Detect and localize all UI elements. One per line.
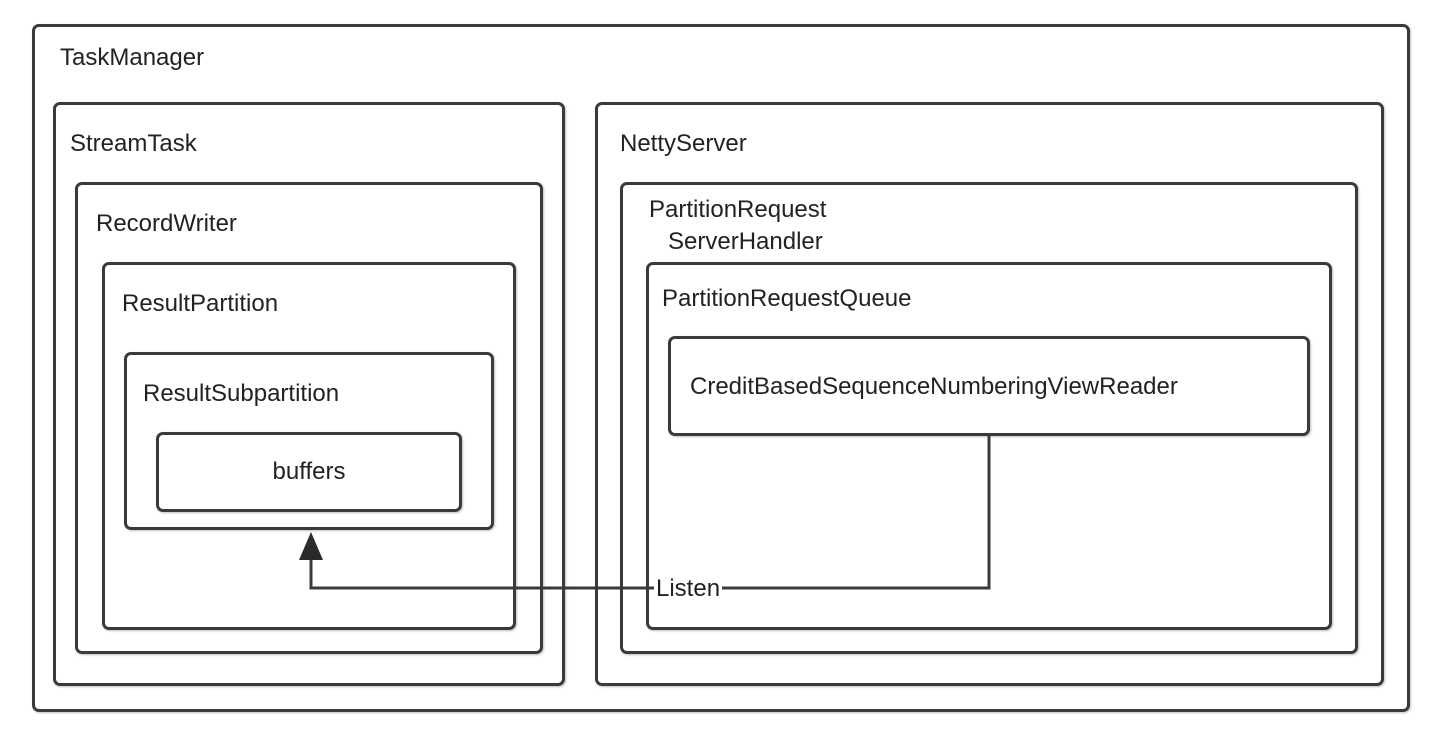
listen-edge-label: Listen — [654, 575, 723, 603]
partition-request-queue-box — [646, 262, 1332, 630]
view-reader-label: CreditBasedSequenceNumberingViewReader — [690, 373, 1178, 400]
partition-request-server-handler-label-line1: PartitionRequest — [649, 196, 827, 223]
stream-task-label: StreamTask — [70, 130, 197, 157]
partition-request-queue-label: PartitionRequestQueue — [662, 285, 912, 312]
netty-server-label: NettyServer — [620, 130, 747, 157]
result-subpartition-label: ResultSubpartition — [143, 380, 340, 407]
buffers-label: buffers — [272, 458, 346, 485]
partition-request-server-handler-label-line2: ServerHandler — [668, 228, 823, 255]
record-writer-label: RecordWriter — [96, 210, 237, 237]
task-manager-label: TaskManager — [60, 44, 205, 71]
result-partition-label: ResultPartition — [122, 290, 279, 317]
view-reader-box — [668, 336, 1310, 436]
